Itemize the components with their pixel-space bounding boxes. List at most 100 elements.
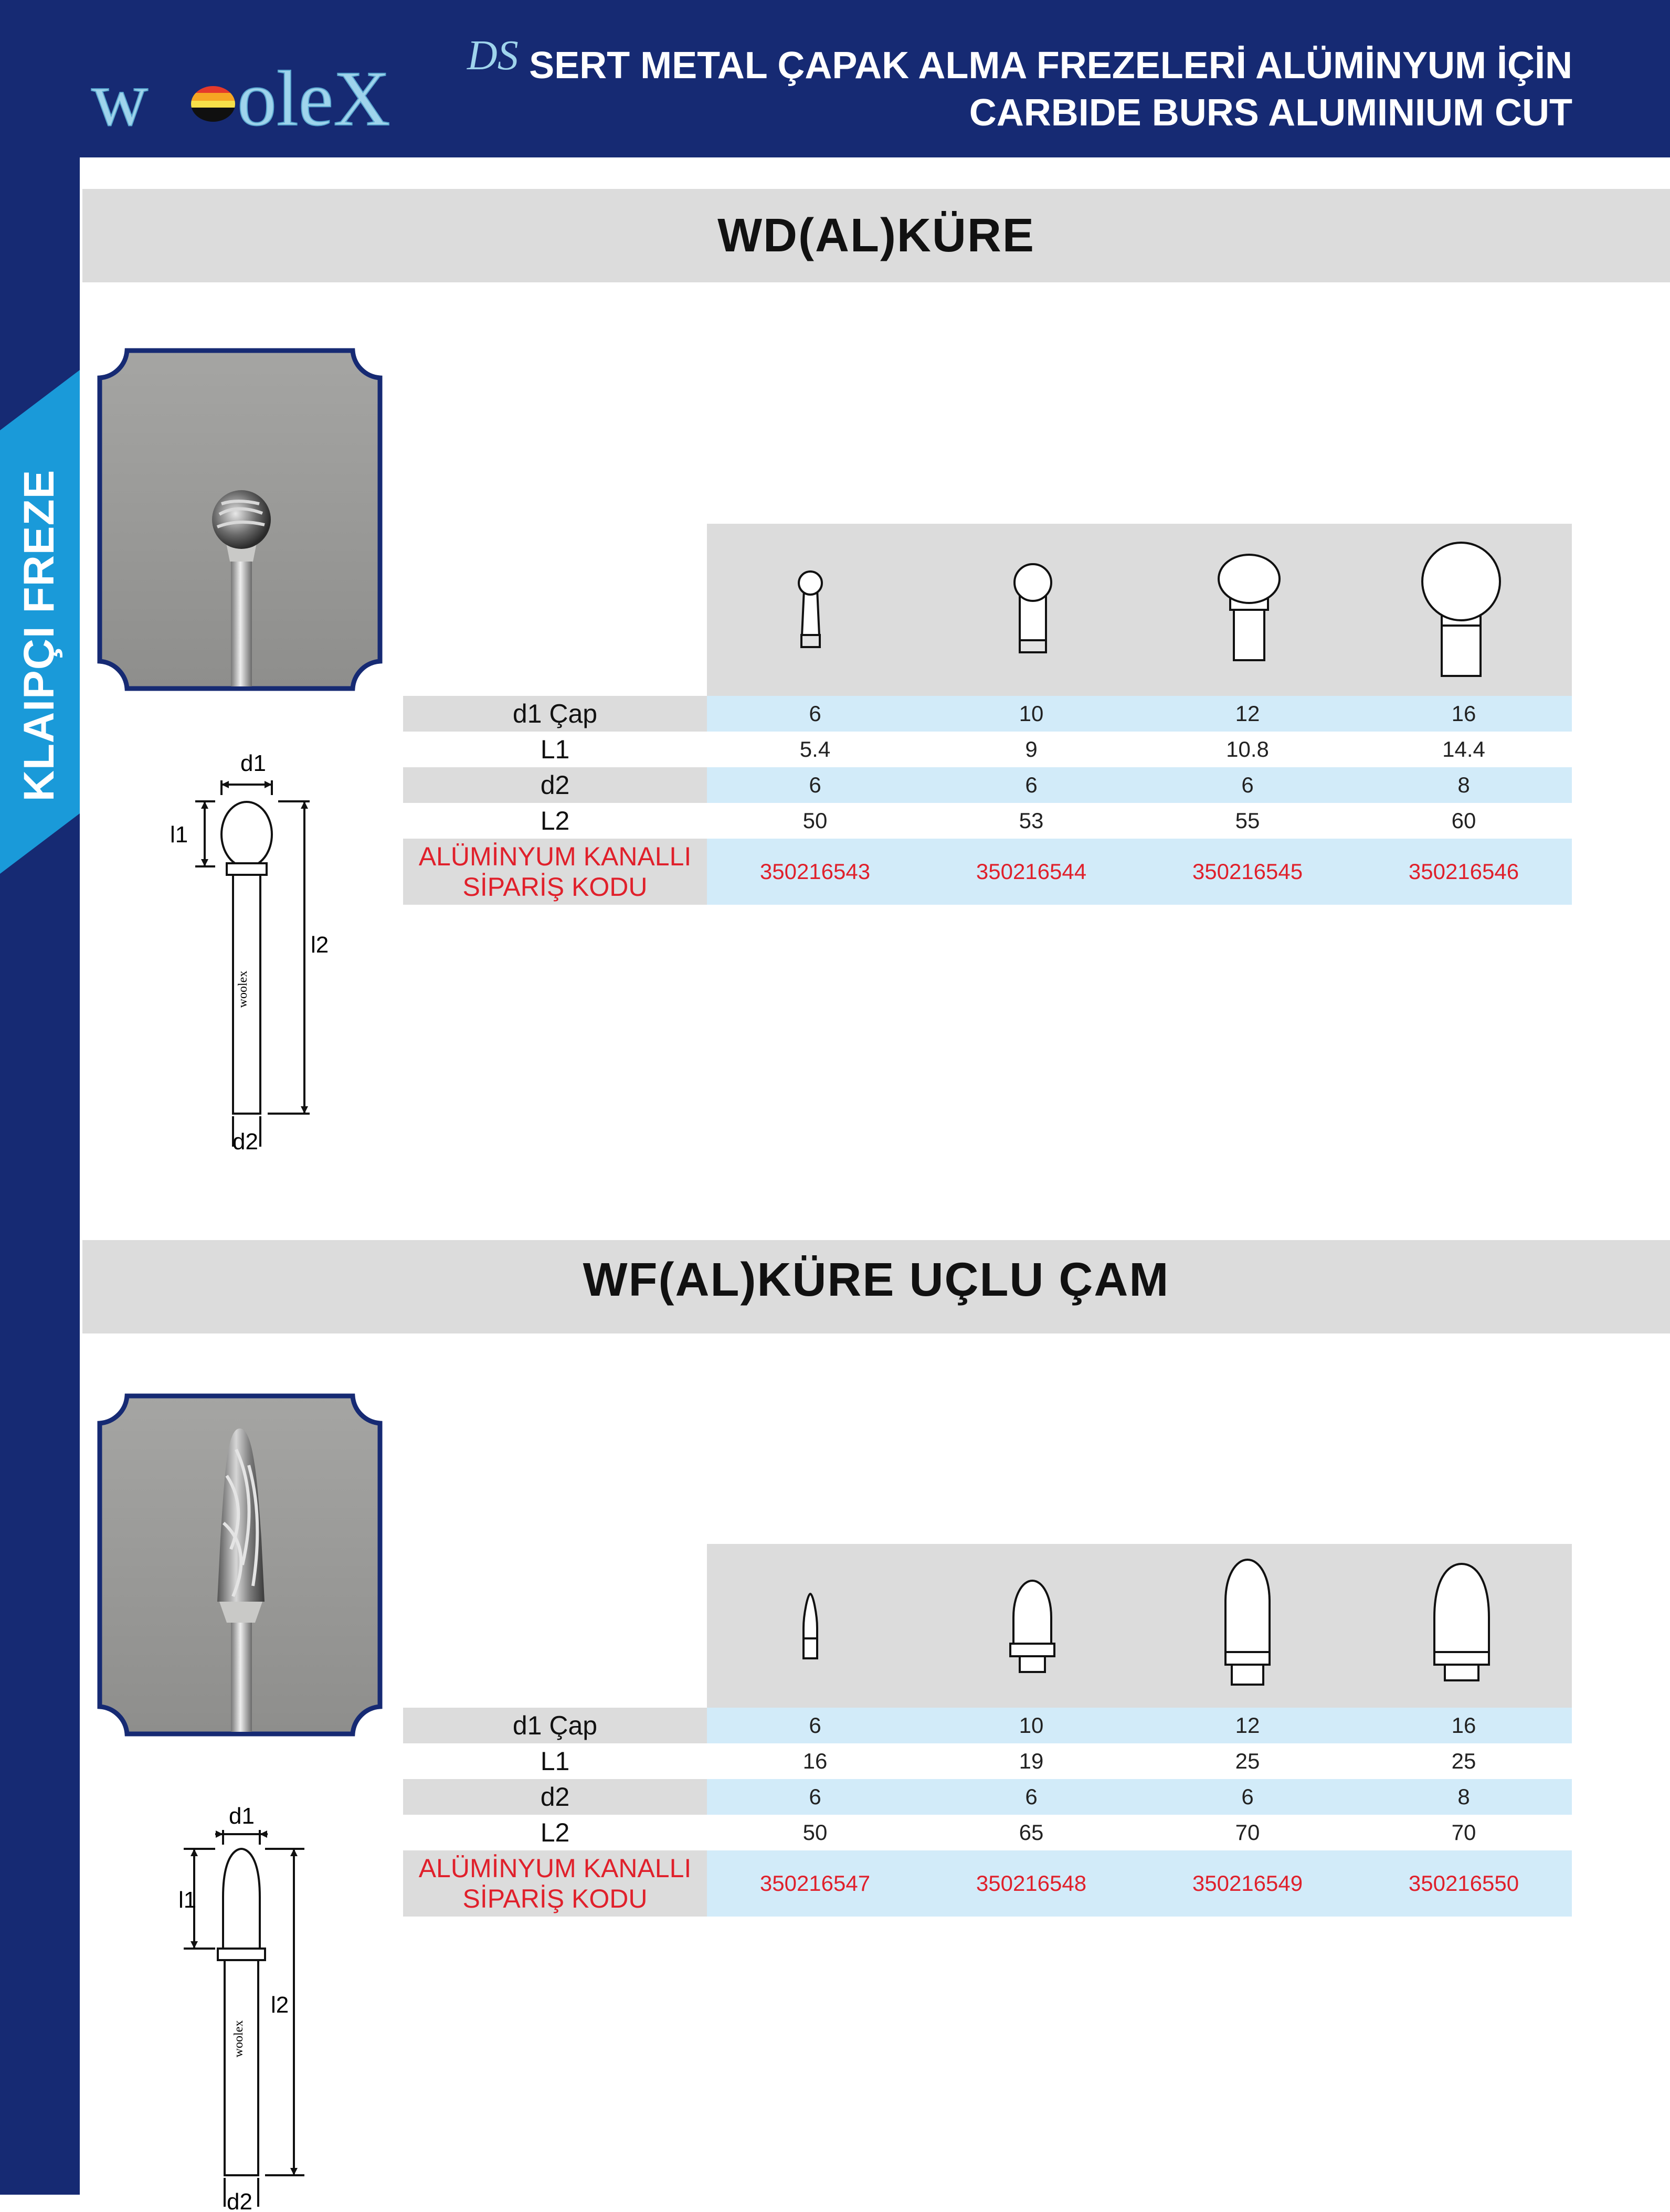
order-code: 350216549 <box>1139 1850 1356 1917</box>
table-cell: 9 <box>923 732 1139 767</box>
order-code: 350216550 <box>1356 1850 1572 1917</box>
table-cell: 25 <box>1356 1743 1572 1779</box>
table-cell: 6 <box>707 696 923 732</box>
row-label: L1 <box>403 732 707 767</box>
logo-text-part: w <box>91 55 148 142</box>
shape-icon-ball-12 <box>1218 554 1281 661</box>
row-label: L2 <box>403 1815 707 1850</box>
diagram-label-d2: d2 <box>227 2189 252 2212</box>
ball-shape-icons <box>798 542 1501 677</box>
table-cell: 19 <box>923 1743 1139 1779</box>
svg-text:DS: DS <box>467 37 519 79</box>
table-cell: 50 <box>707 803 923 839</box>
section-title-band <box>82 189 1670 282</box>
table-cell: 16 <box>1356 1708 1572 1743</box>
table-cell: 6 <box>1139 767 1356 803</box>
header-title-tr: SERT METAL ÇAPAK ALMA FREZELERİ ALÜMİNYU… <box>529 45 1572 87</box>
woolex-logo: w oleX DS <box>91 37 519 142</box>
table-row: L2 50 65 70 70 <box>403 1815 1572 1850</box>
diagram-label-l2: l2 <box>311 932 329 958</box>
table-cell: 10 <box>923 1708 1139 1743</box>
table-cell: 6 <box>707 767 923 803</box>
page-header: w oleX DS SERT METAL ÇAPAK ALMA FREZELER… <box>0 0 1670 157</box>
product-photo-tree-bur <box>97 1393 383 1737</box>
shape-icon-tree-12 <box>1224 1558 1271 1686</box>
header-title-en: CARBIDE BURS ALUMINIUM CUT <box>969 92 1572 134</box>
table-cell: 25 <box>1139 1743 1356 1779</box>
table-cell: 50 <box>707 1815 923 1850</box>
table-cell: 65 <box>923 1815 1139 1850</box>
shape-icon-ball-10 <box>1013 563 1052 653</box>
dimension-diagram-ball: d1 l1 l2 d2 woolex <box>170 750 329 1155</box>
order-code: 350216544 <box>923 839 1139 905</box>
table-cell: 8 <box>1356 1779 1572 1815</box>
row-label: d1 Çap <box>403 696 707 732</box>
shape-icons-band <box>707 1544 1572 1716</box>
table-row: L1 16 19 25 25 <box>403 1743 1572 1779</box>
table-cell: 16 <box>1356 696 1572 732</box>
table-cell: 70 <box>1356 1815 1572 1850</box>
order-code: 350216546 <box>1356 839 1572 905</box>
spec-table-ball: d1 Çap 6 10 12 16 L1 5.4 9 10.8 14.4 d2 … <box>403 696 1572 905</box>
section-title: WF(AL)KÜRE UÇLU ÇAM <box>583 1254 1170 1306</box>
order-code-label-line2: SİPARİŞ KODU <box>462 872 648 902</box>
table-cell: 53 <box>923 803 1139 839</box>
spec-table-tree: d1 Çap 6 10 12 16 L1 16 19 25 25 d2 6 6 … <box>403 1708 1572 1917</box>
tree-shape-icons <box>802 1558 1490 1686</box>
diagram-brand-mark: woolex <box>236 971 250 1008</box>
section-title: WD(AL)KÜRE <box>717 209 1035 262</box>
table-row: L1 5.4 9 10.8 14.4 <box>403 732 1572 767</box>
table-row: d1 Çap 6 10 12 16 <box>403 696 1572 732</box>
table-cell: 12 <box>1139 1708 1356 1743</box>
order-code: 350216548 <box>923 1850 1139 1917</box>
order-code: 350216545 <box>1139 839 1356 905</box>
table-cell: 8 <box>1356 767 1572 803</box>
diagram-label-l1: l1 <box>170 822 188 848</box>
diagram-brand-mark: woolex <box>232 2020 246 2058</box>
shape-icon-tree-6 <box>802 1592 818 1659</box>
section-title-band <box>82 1240 1670 1333</box>
diagram-label-d1: d1 <box>240 750 266 776</box>
shape-icon-ball-16 <box>1421 542 1501 677</box>
table-row: d2 6 6 6 8 <box>403 1779 1572 1815</box>
shape-icon-ball-6 <box>798 570 823 648</box>
logo-colored-o <box>191 86 235 122</box>
table-row: d1 Çap 6 10 12 16 <box>403 1708 1572 1743</box>
shape-icon-tree-16 <box>1433 1562 1490 1681</box>
table-cell: 6 <box>707 1779 923 1815</box>
order-code-label-line1: ALÜMİNYUM KANALLI <box>418 1854 692 1883</box>
table-cell: 10 <box>923 696 1139 732</box>
order-code-label: ALÜMİNYUM KANALLI SİPARİŞ KODU <box>403 1850 707 1917</box>
table-cell: 5.4 <box>707 732 923 767</box>
order-code: 350216547 <box>707 1850 923 1917</box>
table-cell: 6 <box>923 767 1139 803</box>
diagram-label-l1: l1 <box>178 1887 196 1913</box>
table-cell: 6 <box>923 1779 1139 1815</box>
order-code: 350216543 <box>707 839 923 905</box>
table-row-order-code: ALÜMİNYUM KANALLI SİPARİŞ KODU 350216543… <box>403 839 1572 905</box>
table-cell: 70 <box>1139 1815 1356 1850</box>
svg-text:oleX: oleX <box>237 55 390 142</box>
row-label: d2 <box>403 1779 707 1815</box>
sidebar-label: KLAIPÇI FREZE <box>15 469 63 802</box>
table-cell: 55 <box>1139 803 1356 839</box>
table-cell: 14.4 <box>1356 732 1572 767</box>
table-row: L2 50 53 55 60 <box>403 803 1572 839</box>
row-label: d1 Çap <box>403 1708 707 1743</box>
table-cell: 10.8 <box>1139 732 1356 767</box>
table-cell: 16 <box>707 1743 923 1779</box>
product-photo-ball-bur <box>97 348 383 691</box>
table-cell: 6 <box>707 1708 923 1743</box>
table-cell: 60 <box>1356 803 1572 839</box>
order-code-label-line2: SİPARİŞ KODU <box>462 1884 648 1913</box>
row-label: d2 <box>403 767 707 803</box>
table-cell: 12 <box>1139 696 1356 732</box>
diagram-label-l2: l2 <box>271 1992 289 2018</box>
order-code-label-line1: ALÜMİNYUM KANALLI <box>418 842 692 871</box>
shape-icons-band <box>707 524 1572 696</box>
table-row-order-code: ALÜMİNYUM KANALLI SİPARİŞ KODU 350216547… <box>403 1850 1572 1917</box>
order-code-label: ALÜMİNYUM KANALLI SİPARİŞ KODU <box>403 839 707 905</box>
row-label: L1 <box>403 1743 707 1779</box>
sidebar-tab <box>0 370 80 874</box>
table-row: d2 6 6 6 8 <box>403 767 1572 803</box>
